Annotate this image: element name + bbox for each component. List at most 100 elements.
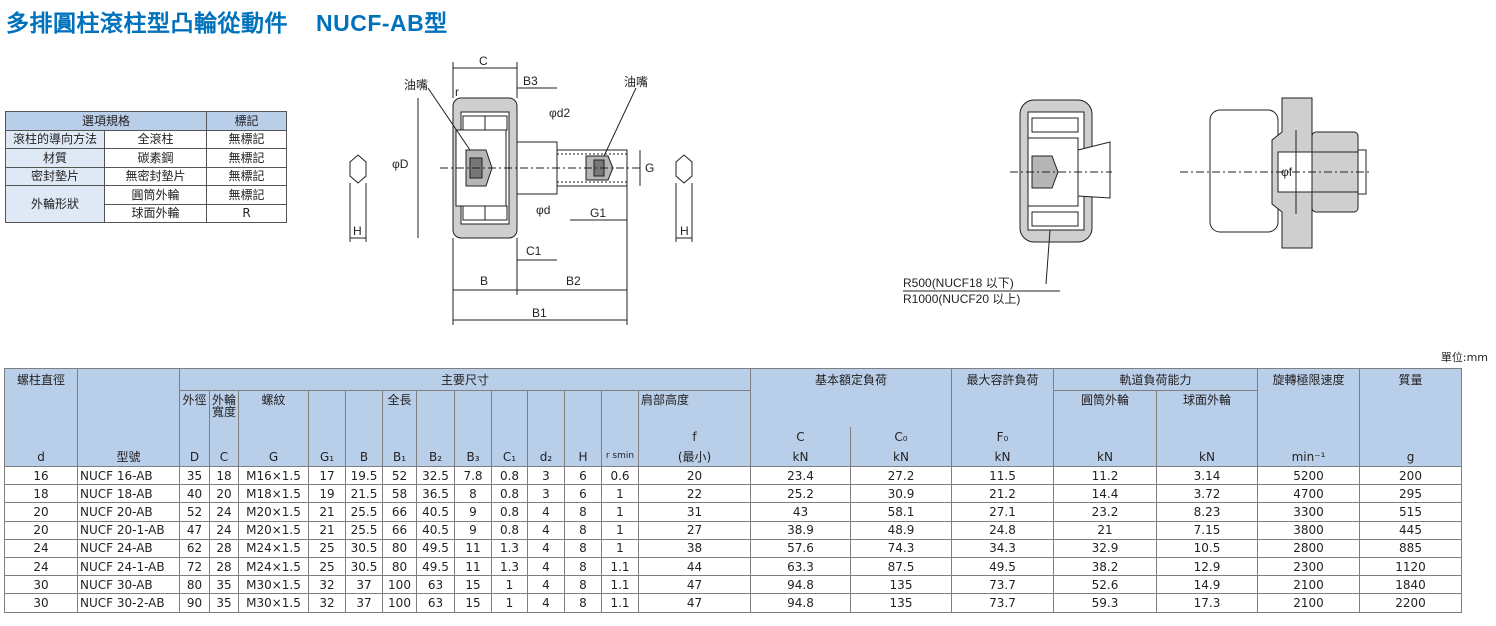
cell-d: 18 — [4, 484, 78, 504]
sym-B2: B₂ — [416, 446, 455, 467]
cell-f0: 34.3 — [951, 538, 1054, 558]
cell-b1: 58 — [382, 484, 417, 504]
cell-b2: 40.5 — [416, 502, 455, 522]
option-mark: 無標記 — [206, 185, 287, 205]
option-spec: 密封墊片 — [5, 166, 105, 186]
cell-model: NUCF 20-1-AB — [77, 520, 180, 540]
cell-c1: 1 — [491, 575, 528, 595]
cell-r: 1 — [601, 520, 639, 540]
cell-sph: 7.15 — [1156, 520, 1258, 540]
header-mass: 質量 — [1359, 368, 1462, 427]
cell-h: 8 — [564, 575, 602, 595]
cell-speed: 2100 — [1257, 593, 1360, 613]
label-b1: B1 — [532, 306, 547, 320]
cell-f0: 73.7 — [951, 575, 1054, 595]
label-b: B — [480, 274, 488, 288]
cell-speed: 2300 — [1257, 556, 1360, 577]
title-main: 多排圓柱滾柱型凸輪從動件 — [6, 11, 288, 37]
cell-h: 8 — [564, 556, 602, 577]
cell-b1: 100 — [382, 575, 417, 595]
cell-b3: 8 — [454, 484, 492, 504]
header-outer-width: 外輪寬度 — [209, 390, 239, 427]
label-g: G — [645, 161, 654, 175]
cell-speed: 2100 — [1257, 575, 1360, 595]
cell-c: 28 — [209, 556, 239, 577]
sym-G1: G₁ — [308, 446, 346, 467]
cell-d: 24 — [4, 556, 78, 577]
cell-d: 47 — [179, 520, 210, 540]
sym-G: G — [238, 446, 309, 467]
label-oil-left: 油嘴 — [404, 78, 428, 92]
cell-speed: 5200 — [1257, 465, 1360, 486]
cell-r: 1.1 — [601, 575, 639, 595]
cell-h: 6 — [564, 484, 602, 504]
cell-f: 20 — [638, 465, 751, 486]
cell-d: 80 — [179, 575, 210, 595]
cell-g: M18×1.5 — [238, 484, 309, 504]
cell-h: 8 — [564, 538, 602, 558]
cell-sph: 3.72 — [1156, 484, 1258, 504]
cell-c0: 135 — [850, 575, 952, 595]
cell-d: 30 — [4, 575, 78, 595]
cell-c1: 0.8 — [491, 484, 528, 504]
cell-b1: 52 — [382, 465, 417, 486]
label-r1000: R1000(NUCF20 以上) — [903, 292, 1020, 306]
sym-f: f — [638, 426, 751, 447]
cell-b3: 15 — [454, 575, 492, 595]
cell-cr: 94.8 — [750, 593, 851, 613]
cell-d2: 4 — [527, 575, 565, 595]
sym-B: B — [345, 446, 383, 467]
unit-speed: min⁻¹ — [1257, 446, 1360, 467]
sym-d: d — [4, 446, 78, 467]
cell-d: 24 — [4, 538, 78, 558]
cell-c0: 27.2 — [850, 465, 952, 486]
cell-b2: 40.5 — [416, 520, 455, 540]
cell-d2: 4 — [527, 502, 565, 522]
cell-c1: 0.8 — [491, 520, 528, 540]
cell-c: 24 — [209, 502, 239, 522]
cell-cyl: 23.2 — [1053, 502, 1157, 522]
cell-g1: 19 — [308, 484, 346, 504]
cell-b2: 49.5 — [416, 556, 455, 577]
label-h-right: H — [680, 224, 689, 238]
cell-c0: 87.5 — [850, 556, 952, 577]
header-speed: 旋轉極限速度 — [1257, 368, 1360, 427]
cell-f: 47 — [638, 593, 751, 613]
cell-f0: 11.5 — [951, 465, 1054, 486]
cell-mass: 295 — [1359, 484, 1462, 504]
cell-cyl: 32.9 — [1053, 538, 1157, 558]
cell-b: 25.5 — [345, 502, 383, 522]
cell-cyl: 14.4 — [1053, 484, 1157, 504]
cell-cyl: 21 — [1053, 520, 1157, 540]
label-d2: φd2 — [549, 106, 570, 120]
cell-cr: 23.4 — [750, 465, 851, 486]
cell-b: 19.5 — [345, 465, 383, 486]
sym-d2: d₂ — [527, 446, 565, 467]
cell-model: NUCF 18-AB — [77, 484, 180, 504]
header-total-len: 全長 — [382, 390, 417, 427]
mounting-drawing — [1180, 97, 1370, 249]
cell-g1: 25 — [308, 556, 346, 577]
sym-H: H — [564, 446, 602, 467]
cell-g1: 32 — [308, 575, 346, 595]
label-oil-right: 油嘴 — [624, 75, 648, 89]
unit-kn: kN — [1053, 446, 1157, 467]
cell-b1: 100 — [382, 593, 417, 613]
cell-d: 52 — [179, 502, 210, 522]
header-track-load: 軌道負荷能力 — [1053, 368, 1258, 391]
cell-sph: 12.9 — [1156, 556, 1258, 577]
cell-speed: 4700 — [1257, 484, 1360, 504]
cell-cr: 94.8 — [750, 575, 851, 595]
cell-d2: 3 — [527, 484, 565, 504]
cell-f: 31 — [638, 502, 751, 522]
cell-cyl: 11.2 — [1053, 465, 1157, 486]
sym-f0: F₀ — [951, 426, 1054, 447]
sym-D: D — [179, 446, 210, 467]
cell-g: M30×1.5 — [238, 575, 309, 595]
cell-r: 1 — [601, 484, 639, 504]
cell-d2: 3 — [527, 465, 565, 486]
